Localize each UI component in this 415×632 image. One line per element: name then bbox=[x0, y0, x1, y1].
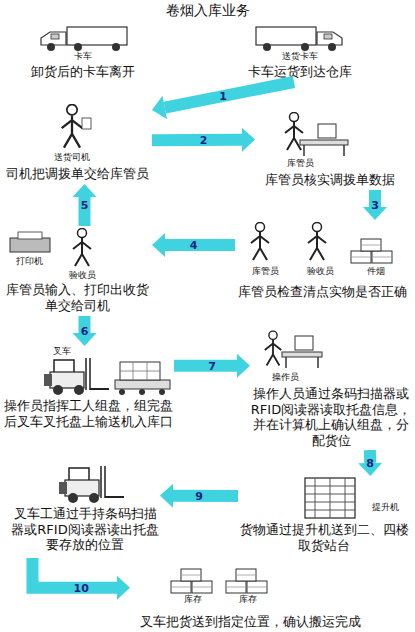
arrow-head bbox=[73, 184, 97, 197]
arrow-shaft bbox=[165, 239, 235, 251]
icon-label: 库管员 bbox=[240, 266, 290, 277]
step-number: 2 bbox=[200, 133, 208, 146]
icon-label: 叉车 bbox=[42, 346, 82, 357]
caption-text: 库管员输入、打印出收货单交给司机 bbox=[2, 282, 152, 313]
flow-arrow bbox=[33, 558, 131, 600]
caption-text: 操作员指挥工人组盘，组完盘后叉车叉托盘上输送机入库口 bbox=[2, 398, 174, 429]
station: 操作员操作人员通过条码扫描器或RFID阅读器读取托盘信息，并在计算机上确认组盘，… bbox=[250, 328, 412, 450]
caption-text: 叉车把货送到指定位置，确认搬运完成 bbox=[130, 614, 370, 630]
station: 库管员库管员核实调拨单数据 bbox=[255, 106, 405, 190]
flow-arrow bbox=[73, 184, 97, 226]
step-number: 3 bbox=[371, 199, 379, 212]
operator-desk bbox=[265, 331, 322, 368]
hoist-machine bbox=[305, 478, 355, 518]
arrow-shaft bbox=[173, 490, 238, 502]
arrow-head bbox=[152, 96, 167, 120]
flow-arrow bbox=[358, 450, 382, 476]
arrow-head bbox=[242, 128, 255, 152]
flow-arrow bbox=[152, 82, 294, 119]
step-number: 10 bbox=[74, 581, 89, 594]
arrow-head bbox=[237, 354, 250, 378]
icon-label: 验收员 bbox=[295, 266, 345, 277]
icon-label: 打印机 bbox=[4, 256, 54, 267]
station: 打印机验收员库管员输入、打印出收货单交给司机 bbox=[2, 226, 152, 316]
forklift-conveyor bbox=[44, 358, 170, 395]
icon-label: 库存 bbox=[170, 594, 215, 605]
icon-label: 卡车 bbox=[60, 51, 105, 62]
step-number: 9 bbox=[195, 489, 203, 502]
caption-text: 库管员核实调拨单数据 bbox=[255, 172, 405, 188]
icon-label: 送货卡车 bbox=[270, 51, 330, 62]
step-number: 1 bbox=[219, 90, 227, 103]
station: 叉车工通过手持条码扫描器或RFID阅读器读出托盘要存放的位置 bbox=[10, 462, 160, 558]
step-number: 7 bbox=[208, 359, 216, 372]
step-number: 5 bbox=[81, 199, 89, 212]
caption-text: 货物通过提升机送到二、四楼取货站台 bbox=[238, 522, 410, 553]
caption-text: 司机把调拨单交给库管员 bbox=[2, 166, 152, 182]
flow-arrow bbox=[152, 233, 235, 257]
arrow-head bbox=[160, 484, 173, 508]
arrow-shaft bbox=[79, 197, 91, 226]
caption-text: 库管员检查清点实物是否正确 bbox=[235, 284, 410, 300]
icon-label: 提升机 bbox=[363, 502, 408, 513]
flow-arrow bbox=[160, 484, 238, 508]
icon-label: 库存 bbox=[225, 594, 270, 605]
station: 送货卡车卡车运货到达仓库 bbox=[240, 24, 360, 82]
arrow-head bbox=[152, 233, 165, 257]
step-number: 8 bbox=[366, 457, 374, 470]
step-number: 6 bbox=[81, 325, 89, 338]
caption-text: 操作人员通过条码扫描器或RFID阅读器读取托盘信息，并在计算机上确认组盘，分配货… bbox=[250, 386, 412, 448]
icon-label: 送货司机 bbox=[42, 152, 102, 163]
truck-leaving bbox=[41, 27, 127, 51]
arrow-shaft bbox=[152, 134, 242, 146]
step-number: 4 bbox=[190, 238, 198, 251]
arrow-shaft bbox=[174, 360, 237, 372]
flow-arrow bbox=[152, 128, 255, 152]
forklift-scanner bbox=[59, 466, 124, 503]
flow-arrow bbox=[174, 354, 250, 378]
station: 库管员验收员件烟库管员检查清点实物是否正确 bbox=[235, 220, 410, 306]
station: 库存库存叉车把货送到指定位置，确认搬运完成 bbox=[130, 566, 370, 632]
caption-text: 卸货后的卡车离开 bbox=[25, 64, 140, 80]
flow-arrow bbox=[73, 316, 97, 346]
driver-figure bbox=[62, 105, 91, 148]
arrow-head bbox=[117, 576, 130, 600]
station: 提升机货物通过提升机送到二、四楼取货站台 bbox=[238, 476, 410, 556]
caption-text: 叉车工通过手持条码扫描器或RFID阅读器读出托盘要存放的位置 bbox=[10, 506, 160, 553]
icon-label: 库管员 bbox=[275, 158, 325, 169]
caption-text: 卡车运货到达仓库 bbox=[240, 64, 360, 80]
icon-label: 操作员 bbox=[260, 372, 310, 383]
keeper-desk bbox=[285, 113, 348, 157]
check-scene bbox=[251, 223, 392, 264]
truck-arriving bbox=[256, 27, 342, 51]
diagram-title: 卷烟入库业务 bbox=[0, 2, 415, 20]
icon-label: 件烟 bbox=[353, 266, 398, 277]
station: 卡车卸货后的卡车离开 bbox=[25, 24, 140, 82]
icon-label: 验收员 bbox=[57, 270, 107, 281]
arrow-shaft bbox=[165, 82, 294, 108]
storage-stacks bbox=[171, 569, 267, 593]
flow-arrow bbox=[363, 190, 387, 220]
station: 送货司机司机把调拨单交给库管员 bbox=[2, 98, 152, 184]
station: 叉车操作员指挥工人组盘，组完盘后叉车叉托盘上输送机入库口 bbox=[2, 346, 174, 432]
